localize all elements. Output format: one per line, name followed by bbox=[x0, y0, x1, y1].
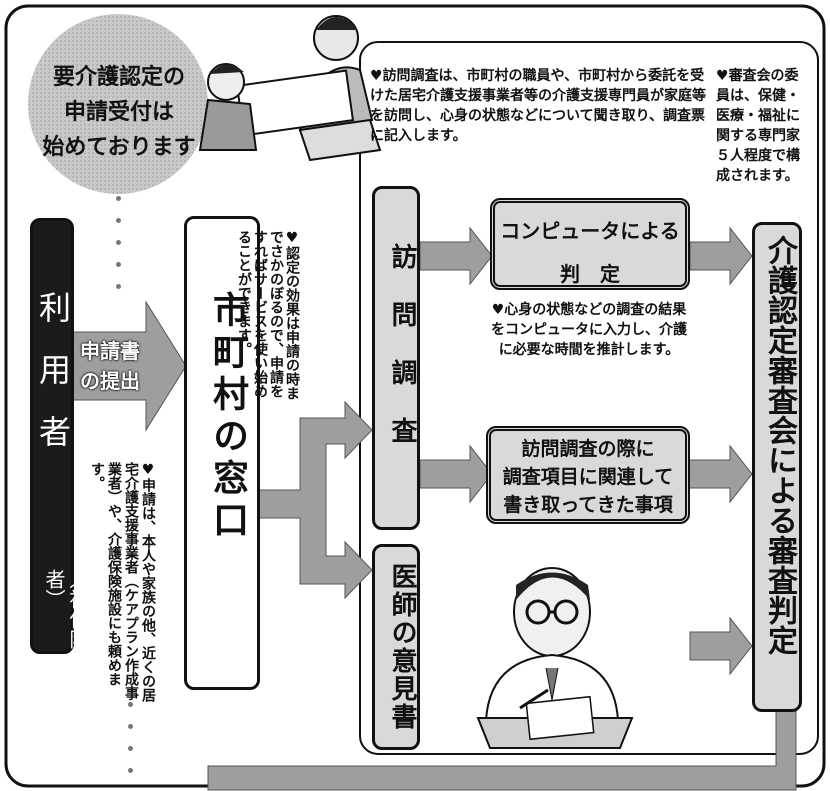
submit-label-line: の提出 bbox=[80, 369, 140, 393]
heart-icon: ♥ bbox=[491, 302, 505, 318]
applicant-note-text: 申請は、本人や家族の他、近くの居宅介護支援事業者（ケアプラン作成事業者）や、介護… bbox=[89, 462, 156, 702]
recorded-notes-line: 調査項目に関連して bbox=[502, 466, 674, 488]
committee-members-note-text: 審査会の委員は、保健・医療・福祉に関する専門家５人程度で構成されます。 bbox=[716, 68, 800, 184]
heart-icon: ♥ bbox=[284, 230, 300, 246]
submit-label-line: 申請書 bbox=[80, 339, 140, 363]
computer-note-text: 心身の状態などの調査の結果をコンピュータに入力し、介護に必要な時間を推計します。 bbox=[491, 302, 687, 358]
computer-judgement-box: コンピュータによる 判 定 bbox=[490, 198, 690, 290]
recorded-notes-text: 訪問調査の際に 調査項目に関連して 書き取ってきた事項 bbox=[491, 435, 685, 519]
process-frame bbox=[359, 41, 819, 755]
bubble-circle bbox=[28, 14, 208, 194]
applicant-title: 利用者 bbox=[34, 291, 72, 477]
computer-line-2: 判 定 bbox=[560, 262, 620, 286]
submit-label: 申請書 の提出 bbox=[80, 336, 140, 396]
applicant-sub: （被保険者） bbox=[42, 569, 90, 649]
notes-to-committee-arrow bbox=[687, 444, 753, 504]
recorded-notes-line: 訪問調査の際に bbox=[521, 438, 655, 460]
bubble-line: 要介護認定の bbox=[52, 65, 185, 90]
recorded-notes-box: 訪問調査の際に 調査項目に関連して 書き取ってきた事項 bbox=[486, 426, 690, 524]
computer-to-committee-arrow bbox=[689, 226, 753, 286]
visit-note-text: 訪問調査は、市町村の職員や、市町村から委託を受けた居宅介護支援事業者等の介護支援… bbox=[370, 68, 706, 144]
heart-icon: ♥ bbox=[140, 462, 156, 478]
branch-arrow bbox=[257, 400, 373, 600]
bubble-line: 申請受付は bbox=[63, 100, 174, 126]
heart-icon: ♥ bbox=[370, 68, 383, 84]
computer-note: ♥心身の状態などの調査の結果をコンピュータに入力し、介護に必要な時間を推計します… bbox=[486, 300, 692, 360]
applicant-box: 利用者 （被保険者） bbox=[30, 218, 90, 654]
doctor-opinion-box: 医師の意見書 bbox=[372, 544, 420, 750]
bubble-text: 要介護認定の 申請受付は 始めております bbox=[36, 60, 202, 166]
recorded-notes-line: 書き取ってきた事項 bbox=[503, 494, 673, 516]
municipal-window-label: 市町村の窓口 bbox=[207, 291, 248, 543]
committee-box: 介護認定審査会による審査判定 bbox=[752, 222, 802, 712]
visit-to-notes-arrow bbox=[419, 444, 493, 504]
doctor-illustration bbox=[476, 567, 634, 749]
doctor-opinion-label: 医師の意見書 bbox=[387, 563, 417, 731]
visit-to-computer-arrow bbox=[419, 226, 493, 286]
committee-members-note: ♥審査会の委員は、保健・医療・福祉に関する専門家５人程度で構成されます。 bbox=[716, 66, 812, 186]
computer-line-1: コンピュータによる bbox=[500, 219, 680, 243]
dotted-connector bbox=[116, 196, 122, 306]
heart-icon: ♥ bbox=[716, 68, 729, 84]
effect-note-text: 認定の効果は申請の時までさかのぼるので、申請をすればサービスを使い始めることがで… bbox=[236, 230, 300, 400]
municipal-window-box: 市町村の窓口 bbox=[184, 216, 260, 690]
applicant-note: ♥申請は、本人や家族の他、近くの居宅介護支援事業者（ケアプラン作成事業者）や、介… bbox=[88, 462, 156, 702]
committee-label: 介護認定審査会による審査判定 bbox=[762, 235, 797, 655]
visit-note: ♥訪問調査は、市町村の職員や、市町村から委託を受けた居宅介護支援事業者等の介護支… bbox=[370, 66, 706, 146]
doctor-to-committee-arrow bbox=[689, 616, 753, 676]
visit-survey-label: 訪問調査 bbox=[387, 243, 417, 475]
dotted-connector-bottom bbox=[128, 702, 134, 790]
submit-arrow bbox=[71, 300, 187, 432]
visit-survey-box: 訪問調査 bbox=[372, 186, 420, 530]
reception-illustration bbox=[198, 15, 382, 162]
bubble-line: 始めております bbox=[42, 135, 196, 161]
effect-note: ♥認定の効果は申請の時までさかのぼるので、申請をすればサービスを使い始めることが… bbox=[236, 230, 300, 410]
